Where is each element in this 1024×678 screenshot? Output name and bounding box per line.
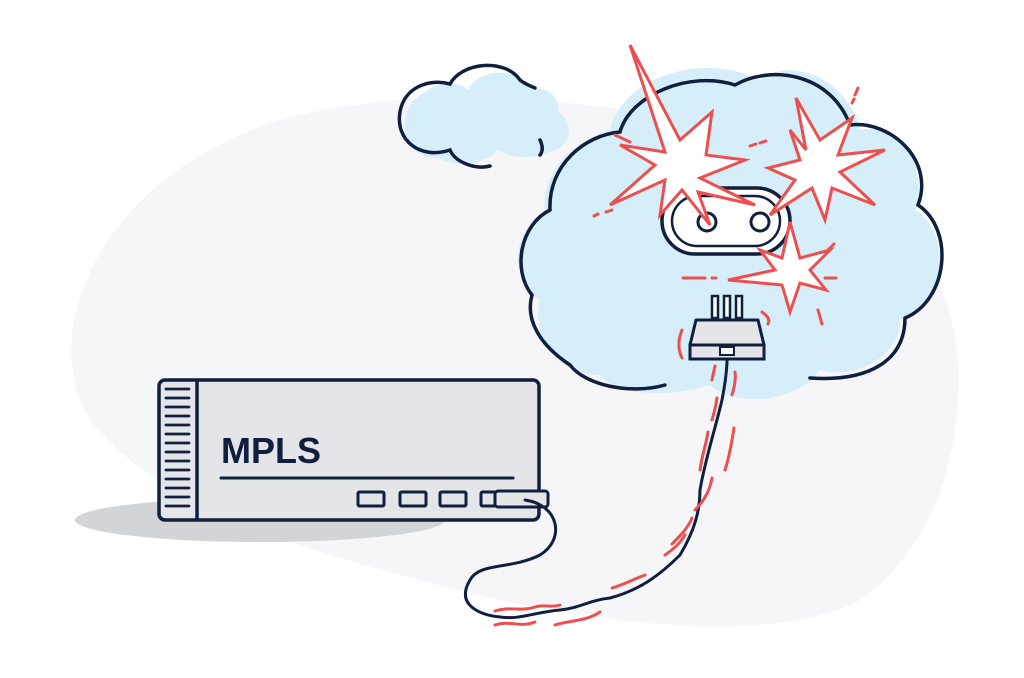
mpls-device: MPLS [157,378,550,522]
device-label: MPLS [221,430,321,471]
explosion-sparks-icon [592,44,886,326]
vibrating-cable [463,358,737,627]
small-cloud [397,63,569,169]
power-socket-icon [660,186,792,256]
vent-grille-icon [164,387,191,508]
unplugged-connector-icon [677,294,771,361]
device-ports [356,490,497,508]
